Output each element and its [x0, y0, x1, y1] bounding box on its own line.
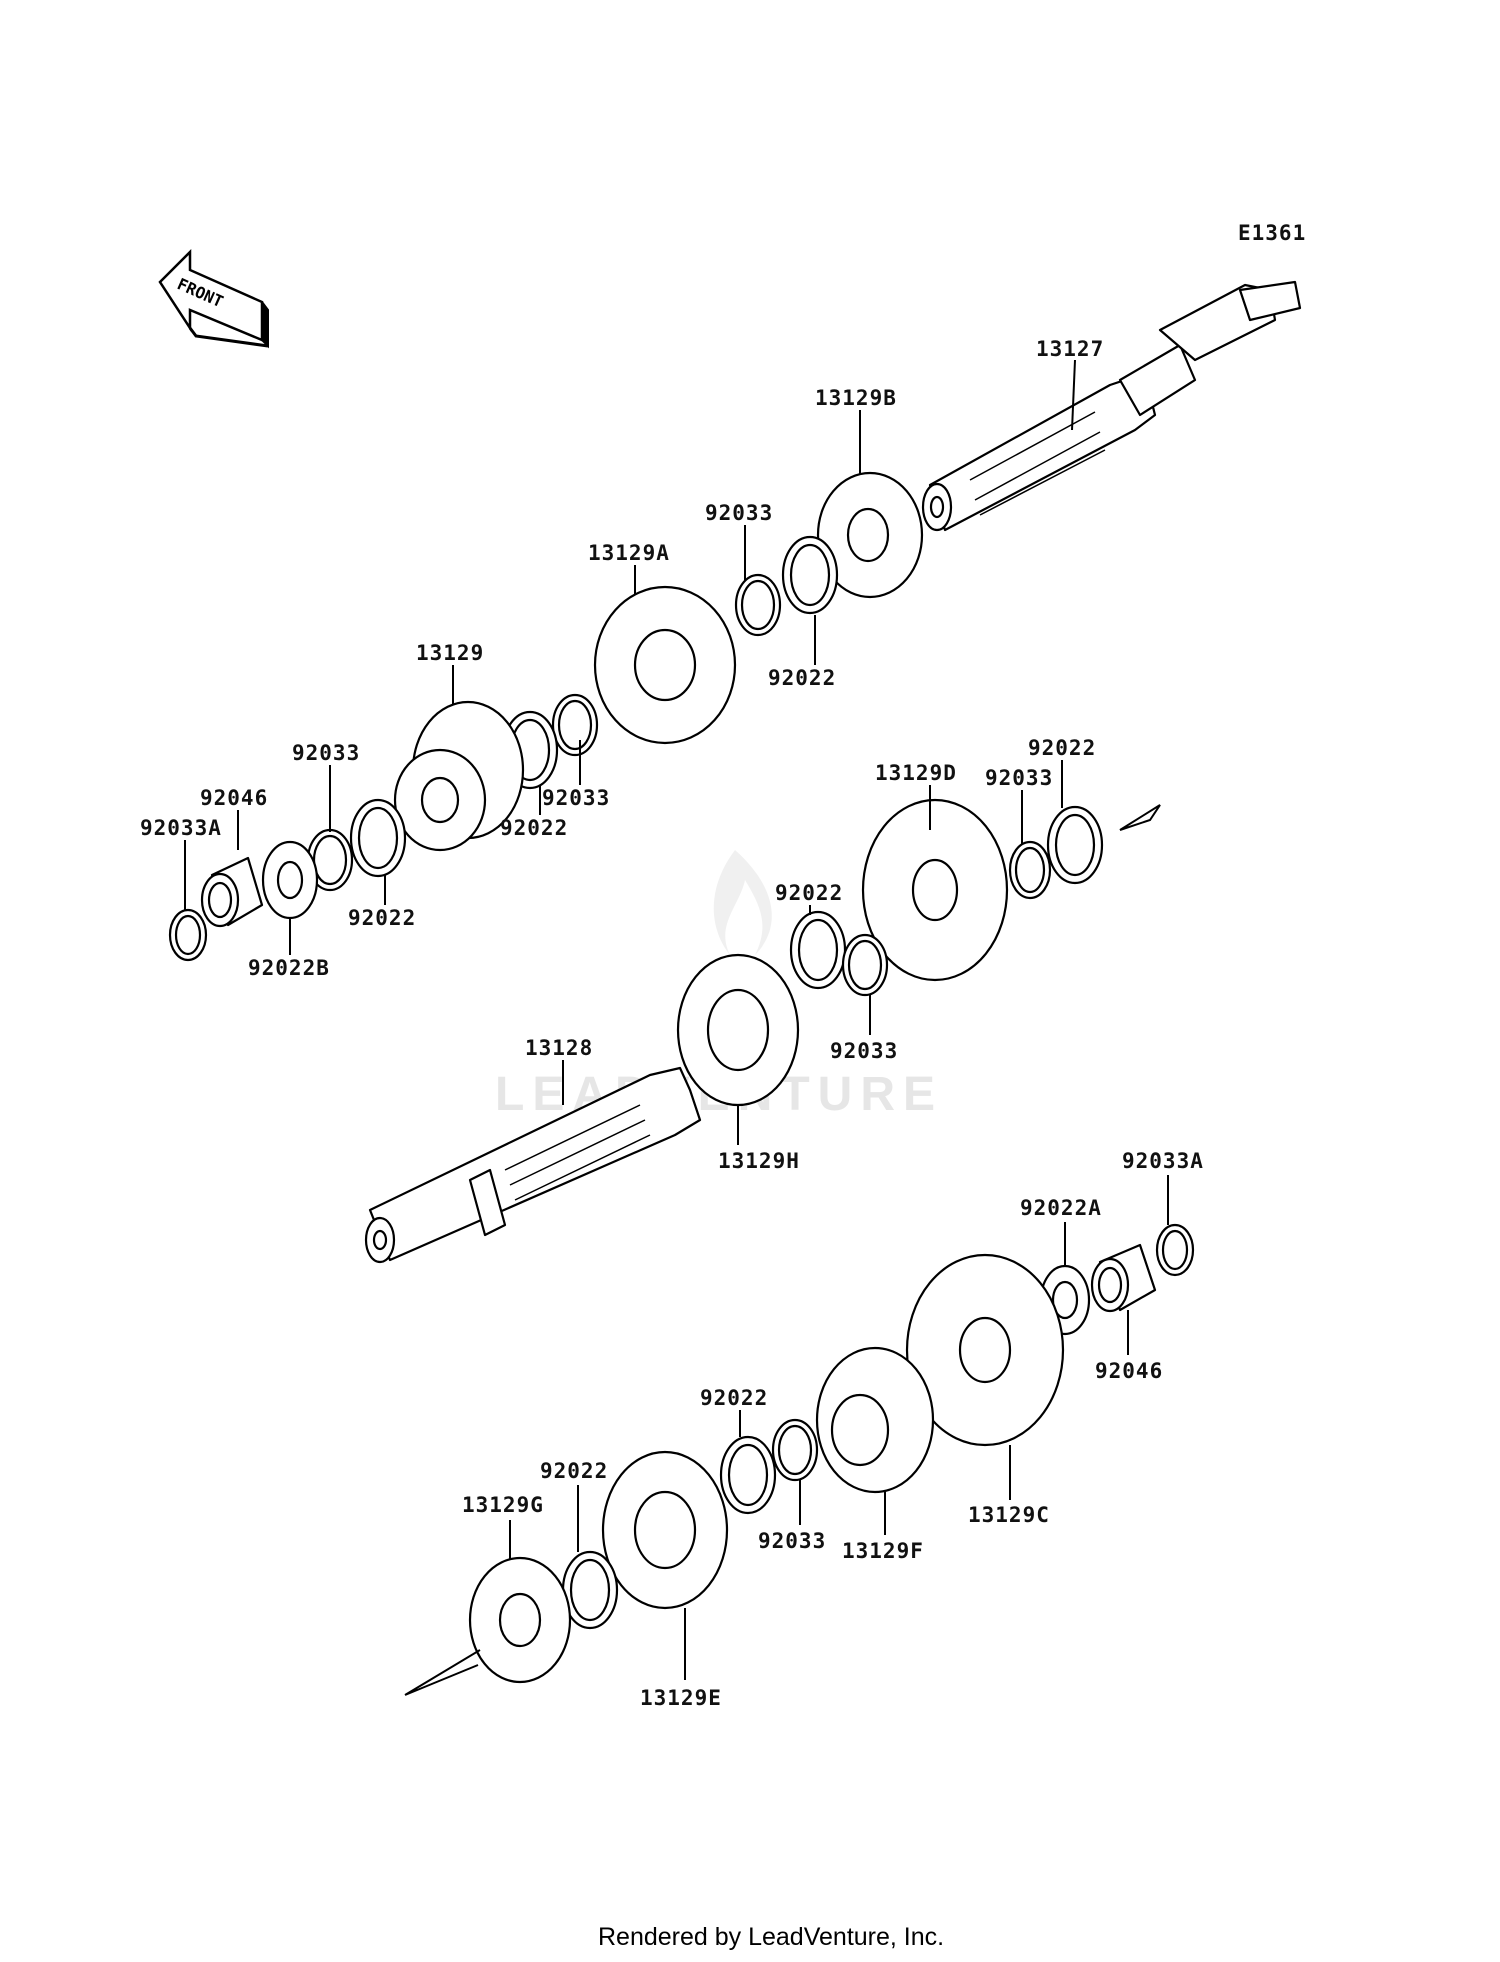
washer-92022-f — [719, 1435, 777, 1515]
label-13127: 13127 — [1036, 337, 1104, 361]
label-13129: 13129 — [416, 641, 484, 665]
gear-13129h — [676, 953, 800, 1107]
label-92022-f: 92022 — [700, 1386, 768, 1410]
washer-92022b — [261, 840, 319, 920]
bearing-92046-right — [1090, 1243, 1157, 1313]
label-92022-top: 92022 — [768, 666, 836, 690]
shaft-13128 — [364, 1066, 702, 1264]
gear-13129f — [815, 1346, 935, 1494]
label-92022-mid: 92022 — [500, 816, 568, 840]
label-92022-left: 92022 — [348, 906, 416, 930]
gear-13129a — [593, 585, 737, 745]
label-92033-h: 92033 — [830, 1039, 898, 1063]
bearing-92046-left — [200, 856, 264, 928]
circlip-92033-d — [1008, 840, 1052, 900]
leader-lines — [184, 359, 1169, 1680]
washer-92022-g — [561, 1550, 619, 1630]
gear-13129b — [816, 471, 924, 599]
gear-13129d — [861, 798, 1009, 982]
label-92033-d: 92033 — [985, 766, 1053, 790]
label-13128: 13128 — [525, 1036, 593, 1060]
watermark-logo — [713, 850, 772, 955]
diagram-code: E1361 — [1238, 221, 1306, 245]
label-13129g: 13129G — [462, 1493, 544, 1517]
label-13129e: 13129E — [640, 1686, 722, 1710]
gear-13129e — [601, 1450, 729, 1610]
label-92022-g: 92022 — [540, 1459, 608, 1483]
label-92033-left: 92033 — [292, 741, 360, 765]
label-92022-d: 92022 — [1028, 736, 1096, 760]
label-13129d: 13129D — [875, 761, 957, 785]
gear-13129 — [393, 700, 525, 852]
label-92033-f: 92033 — [758, 1529, 826, 1553]
label-92033a-left: 92033A — [140, 816, 222, 840]
washer-92022-d — [1046, 805, 1104, 885]
circlip-92033a-left — [168, 908, 208, 962]
label-13129h: 13129H — [718, 1149, 800, 1173]
shaft-13127 — [921, 280, 1302, 532]
label-92022a: 92022A — [1020, 1196, 1102, 1220]
footer-credit: Rendered by LeadVenture, Inc. — [598, 1923, 944, 1951]
label-92033-top: 92033 — [705, 501, 773, 525]
washer-92022-top — [781, 535, 839, 615]
washer-92022-left — [349, 798, 407, 878]
label-92022b: 92022B — [248, 956, 330, 980]
label-13129c: 13129C — [968, 1503, 1050, 1527]
label-92022-h: 92022 — [775, 881, 843, 905]
label-92046-left: 92046 — [200, 786, 268, 810]
axis-marker-mid — [1119, 804, 1161, 831]
label-13129f: 13129F — [842, 1539, 924, 1563]
front-arrow-icon: FRONT — [158, 248, 269, 349]
label-92033-mid: 92033 — [542, 786, 610, 810]
circlip-92033-f — [771, 1418, 819, 1482]
label-92046-right: 92046 — [1095, 1359, 1163, 1383]
axis-marker-lower — [404, 1649, 481, 1696]
circlip-92033-mid — [551, 693, 599, 757]
washer-92022-h — [789, 910, 847, 990]
label-13129a: 13129A — [588, 541, 670, 565]
gear-13129c — [905, 1253, 1065, 1447]
label-13129b: 13129B — [815, 386, 897, 410]
circlip-92033a-right — [1155, 1223, 1195, 1277]
circlip-92033-top — [734, 573, 782, 637]
gear-13129g — [468, 1556, 572, 1684]
circlip-92033-h — [841, 933, 889, 997]
label-92033a-right: 92033A — [1122, 1149, 1204, 1173]
